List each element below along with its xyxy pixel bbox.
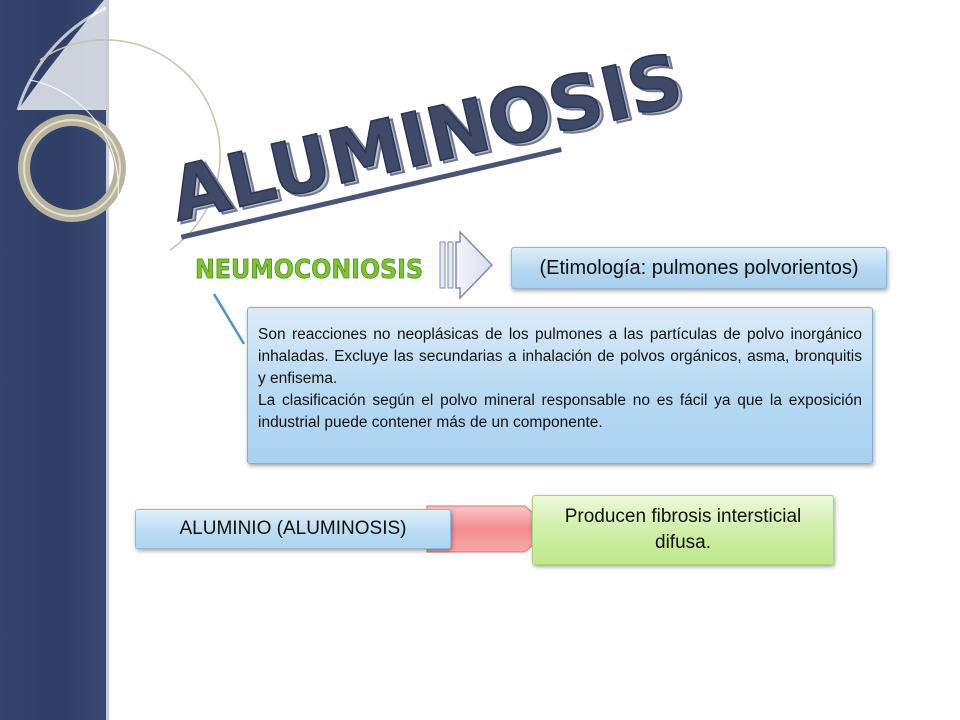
etymology-box: (Etimología: pulmones polvorientos) — [511, 247, 887, 289]
description-paragraph-2: La clasificación según el polvo mineral … — [258, 392, 862, 431]
fibrosis-box: Producen fibrosis intersticial difusa. — [532, 495, 834, 565]
aluminium-text: ALUMINIO (ALUMINOSIS) — [179, 518, 407, 539]
etymology-text: (Etimología: pulmones polvorientos) — [539, 256, 859, 279]
subtitle-text: NEUMOCONIOSIS — [195, 255, 423, 285]
connector-line — [212, 293, 246, 345]
slide-title: ALUMINOSIS ALUMINOSIS — [150, 37, 695, 242]
ring-arcs-icon — [16, 0, 221, 251]
title-underline — [180, 147, 562, 240]
description-paragraph-1: Son reacciones no neoplásicas de los pul… — [258, 326, 862, 387]
subtitle: NEUMOCONIOSIS — [195, 250, 435, 286]
title-text: ALUMINOSIS — [162, 37, 690, 238]
block-arrow-right-icon — [439, 230, 494, 300]
sidebar-edge — [106, 0, 109, 720]
fibrosis-text: Producen fibrosis intersticial difusa. — [564, 506, 802, 553]
description-box: Son reacciones no neoplásicas de los pul… — [247, 307, 873, 464]
aluminium-box: ALUMINIO (ALUMINOSIS) — [135, 509, 451, 549]
